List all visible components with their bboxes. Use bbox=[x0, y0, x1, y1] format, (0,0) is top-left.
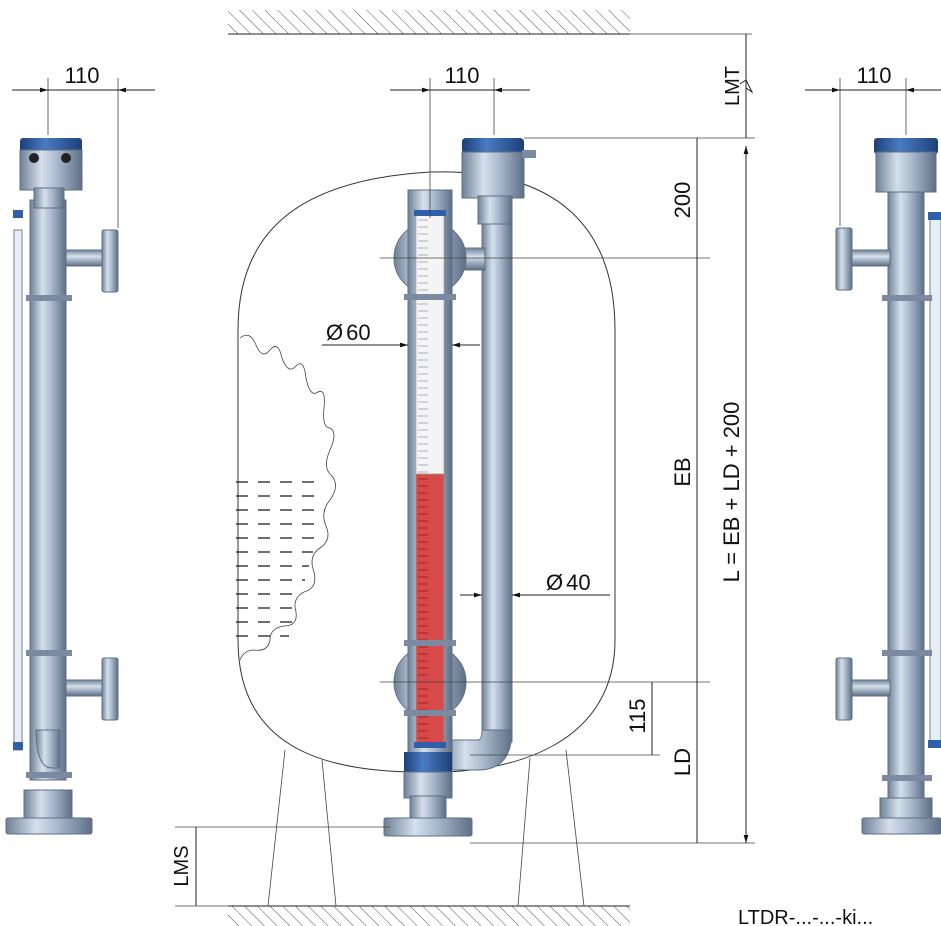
diameter-60-value: 60 bbox=[346, 320, 370, 345]
dim-ld: LD bbox=[670, 748, 695, 776]
left-gauge bbox=[5, 138, 119, 835]
dim-lmt: LMT bbox=[722, 66, 744, 106]
dim-110-left: 110 bbox=[64, 63, 99, 88]
tank-outline bbox=[237, 171, 616, 907]
diameter-symbol: Ø bbox=[326, 320, 343, 345]
liquid-lines bbox=[236, 481, 325, 637]
ceiling-hatch bbox=[228, 10, 630, 35]
dim-110-right: 110 bbox=[856, 63, 891, 88]
dim-115: 115 bbox=[625, 698, 650, 733]
dim-110-center: 110 bbox=[444, 63, 479, 88]
center-gauge bbox=[383, 138, 536, 837]
floor-hatch bbox=[228, 905, 630, 926]
right-gauge bbox=[835, 138, 941, 835]
diameter-symbol: Ø bbox=[546, 570, 563, 595]
figure-caption: LTDR-...-...-ki... bbox=[738, 907, 873, 926]
diameter-40-value: 40 bbox=[566, 570, 590, 595]
dimension-lines bbox=[12, 33, 941, 907]
dim-total-length: L = EB + LD + 200 bbox=[719, 402, 744, 583]
dim-200: 200 bbox=[670, 182, 695, 219]
dim-lms: LMS bbox=[171, 845, 193, 886]
dim-eb: EB bbox=[670, 457, 695, 486]
